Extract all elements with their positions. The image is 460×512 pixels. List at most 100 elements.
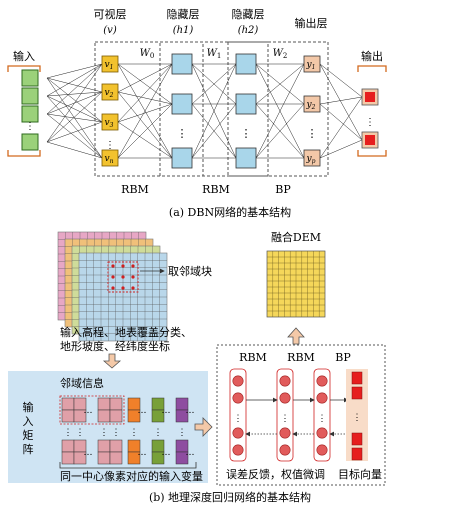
ellipsis: … xyxy=(84,448,93,458)
rbm1-dashed-box xyxy=(94,41,204,177)
matrix-cell xyxy=(61,409,75,423)
neuron xyxy=(316,427,328,439)
input-desc-line1: 输入高程、地表覆盖分类、 xyxy=(60,325,192,339)
bp-label-b: BP xyxy=(335,351,351,364)
input-edge xyxy=(46,91,103,97)
output-edge xyxy=(319,63,363,141)
neuron xyxy=(232,427,244,439)
output-node xyxy=(303,55,321,73)
input-matrix-char: 输 xyxy=(23,400,34,414)
matrix-cell xyxy=(97,439,111,453)
ellipsis: … xyxy=(186,406,195,416)
input-matrix-char: 矩 xyxy=(23,429,34,442)
neighborhood-info-label: 邻域信息 xyxy=(60,376,104,390)
input-label: 输入 xyxy=(13,49,35,63)
edge-h1-h2 xyxy=(191,63,237,105)
layer-frame xyxy=(313,368,331,462)
w2-label: W2 xyxy=(273,48,288,60)
visible-node xyxy=(101,149,119,167)
neighborhood-dot xyxy=(111,275,115,279)
layer-frame xyxy=(229,368,247,462)
edge-h1-h2 xyxy=(191,63,237,159)
hidden2-title: 隐藏层 xyxy=(232,8,265,21)
ellipsis: ⋮ xyxy=(130,428,139,438)
input-edge xyxy=(46,63,103,97)
w0-label: W0 xyxy=(140,48,155,60)
input-edge xyxy=(46,63,103,143)
ellipsis: ⋮ xyxy=(307,127,318,140)
matrix-cell xyxy=(73,409,87,423)
output-bracket-top xyxy=(357,65,387,72)
neuron xyxy=(232,375,244,387)
input-bracket-top xyxy=(7,65,41,72)
matrix-cell xyxy=(61,397,75,411)
target-cell xyxy=(351,371,363,385)
matrix-cell xyxy=(109,451,123,465)
matrix-cell xyxy=(127,409,141,423)
matrix-cell xyxy=(109,397,123,411)
input-vector: ⋮ xyxy=(21,69,39,151)
ellipsis: … xyxy=(84,406,93,416)
edge-h2-y xyxy=(255,103,305,159)
regression-network: ⋮⋮⋮⋮ xyxy=(229,368,368,462)
visible-node xyxy=(101,55,119,73)
edge-v-h1 xyxy=(117,103,173,123)
hidden2-sub: (h2) xyxy=(238,25,259,36)
rbm2-label: RBM xyxy=(202,183,230,196)
neighborhood-window xyxy=(107,261,139,293)
edge-v-h1 xyxy=(117,91,173,105)
ellipsis: ⋮ xyxy=(112,428,121,438)
target-vector-bg xyxy=(346,369,368,461)
output-node-label: yp xyxy=(306,154,316,165)
visible-node xyxy=(101,113,119,131)
matrix-cell xyxy=(61,451,75,465)
ellipsis: ⋮ xyxy=(154,428,163,438)
ellipsis: … xyxy=(138,448,147,458)
neuron xyxy=(316,375,328,387)
ellipsis: ⋮ xyxy=(178,428,187,438)
matrix-cell xyxy=(151,451,165,465)
hidden1-sub: (h1) xyxy=(173,25,194,36)
ellipsis: … xyxy=(138,406,147,416)
neighborhood-dot xyxy=(121,286,125,290)
matrix-cell xyxy=(73,451,87,465)
ellipsis: ⋮ xyxy=(105,140,115,151)
neuron xyxy=(279,392,291,404)
neighborhood-dot xyxy=(111,286,115,290)
matrix-cell xyxy=(127,451,141,465)
matrix-cell xyxy=(97,409,111,423)
target-vector-label: 目标向量 xyxy=(338,467,382,481)
raster-stack xyxy=(57,231,168,342)
input-edge xyxy=(46,77,103,123)
target-cell xyxy=(351,447,363,461)
ellipsis: … xyxy=(162,448,171,458)
matrix-cell xyxy=(175,409,189,423)
up-arrow xyxy=(287,327,305,345)
layer-frame xyxy=(276,368,294,462)
neuron xyxy=(232,392,244,404)
edge-v-h1 xyxy=(117,103,173,159)
output-bracket-bottom xyxy=(357,150,387,157)
visible-node-label: v1 xyxy=(105,60,114,71)
output-node xyxy=(303,95,321,113)
neuron xyxy=(279,375,291,387)
input-edge xyxy=(46,95,103,159)
output-edge xyxy=(319,103,363,141)
edge-v-h1 xyxy=(117,63,173,105)
output-edge xyxy=(319,96,363,105)
input-matrix-panel xyxy=(8,371,208,483)
rbm1-label: RBM xyxy=(121,183,149,196)
hidden2-node xyxy=(235,147,257,169)
matrix-cell xyxy=(175,451,189,465)
neighborhood-dot xyxy=(121,264,125,268)
hidden1-node xyxy=(171,93,193,115)
target-cell xyxy=(351,386,363,400)
output-label: 输出 xyxy=(361,49,383,63)
ellipsis: ⋮ xyxy=(353,413,362,423)
edge-v-h1 xyxy=(117,63,173,93)
hidden1-node xyxy=(171,53,193,75)
visible-node xyxy=(101,83,119,101)
